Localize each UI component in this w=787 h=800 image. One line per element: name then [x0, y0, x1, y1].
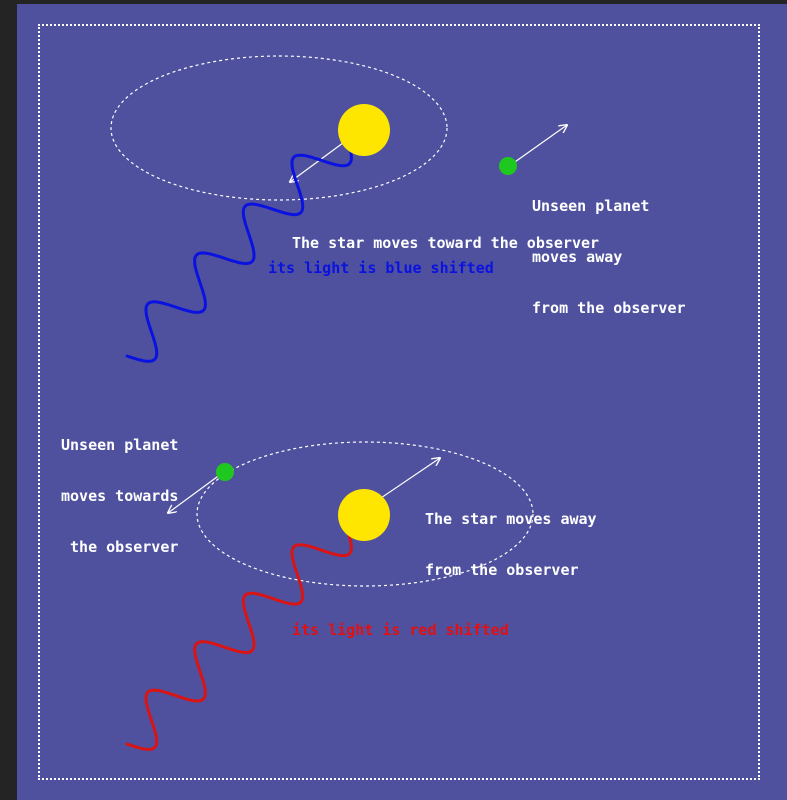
blue-shift-label: its light is blue shifted	[268, 259, 494, 277]
bottom-star-label: The star moves away from the observer	[425, 477, 597, 613]
top-planet-label: Unseen planet moves away from the observ…	[532, 164, 686, 351]
bottom-planet-label: Unseen planet moves towards the observer	[61, 403, 178, 590]
bottom-scene	[125, 441, 534, 751]
doppler-diagram	[110, 55, 787, 751]
bottom-planet	[216, 463, 234, 481]
bottom-planet-velocity-arrow	[168, 473, 222, 513]
top-star-velocity-arrow	[290, 139, 348, 182]
top-star-label: The star moves toward the observer	[292, 234, 600, 252]
top-star	[338, 104, 390, 156]
blue-light-wave	[125, 134, 353, 363]
bottom-planet-label-line-2: moves towards	[61, 487, 179, 505]
top-orbit	[110, 55, 448, 201]
dotted-frame	[38, 24, 760, 780]
diagram-canvas: Unseen planet moves away from the observ…	[17, 4, 787, 800]
bottom-star-label-line-1: The star moves away	[425, 510, 597, 528]
bottom-planet-label-line-3: the observer	[61, 538, 179, 556]
top-planet-label-line-2: moves away	[532, 248, 623, 266]
bottom-star	[338, 489, 390, 541]
bottom-orbit	[196, 441, 534, 587]
bottom-star-velocity-arrow	[374, 458, 440, 503]
bottom-star-label-line-2: from the observer	[425, 561, 579, 579]
top-scene	[110, 55, 567, 363]
red-light-wave	[125, 524, 353, 751]
top-planet-label-line-1: Unseen planet	[532, 197, 650, 215]
bottom-planet-label-line-1: Unseen planet	[61, 436, 179, 454]
top-planet	[499, 157, 517, 175]
red-shift-label: its light is red shifted	[292, 621, 509, 639]
top-planet-label-line-3: from the observer	[532, 299, 686, 317]
